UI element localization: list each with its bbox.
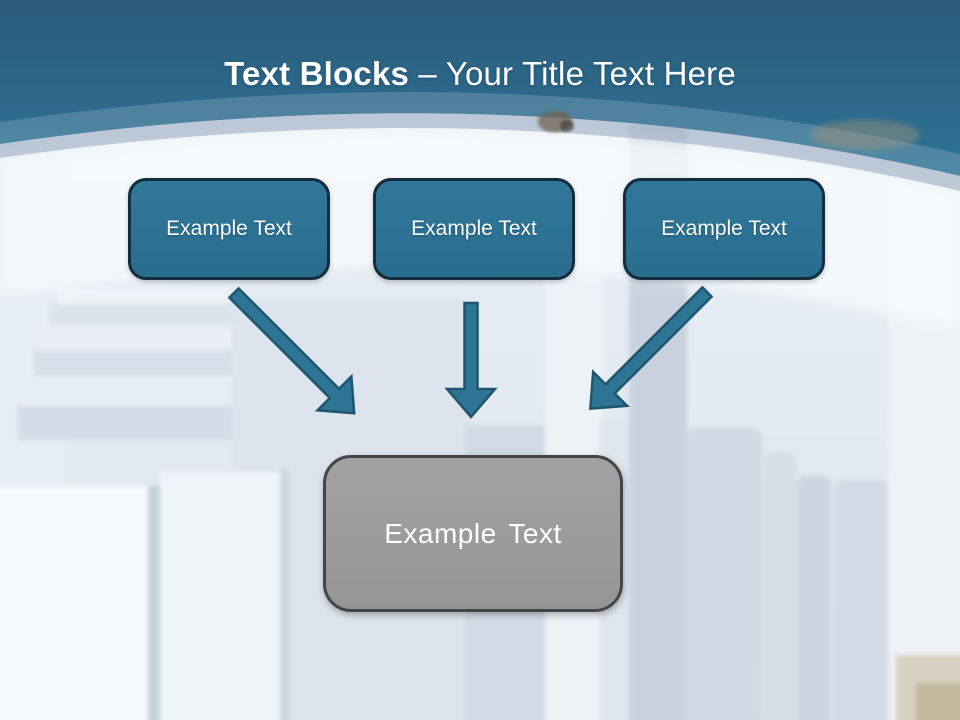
slide-title: Text Blocks – Your Title Text Here	[0, 54, 960, 94]
text-block-3-label: Example Text	[661, 217, 787, 240]
text-block-2[interactable]: Example Text	[373, 178, 575, 280]
title-topic: Text Blocks	[224, 55, 410, 92]
photo-post-gap	[148, 486, 162, 720]
photo-rust-tint	[810, 120, 920, 150]
photo-fence-post	[686, 428, 762, 720]
text-block-1[interactable]: Example Text	[128, 178, 330, 280]
result-block-label: Example Text	[384, 517, 562, 549]
text-block-3[interactable]: Example Text	[623, 178, 825, 280]
photo-stair	[34, 350, 249, 376]
photo-stair	[50, 304, 235, 326]
text-block-1-label: Example Text	[166, 217, 292, 240]
photo-fence-post	[764, 452, 796, 720]
photo-right-wall	[888, 145, 960, 720]
photo-dark-detail	[560, 120, 574, 132]
photo-stair	[18, 406, 263, 440]
title-subtitle: – Your Title Text Here	[409, 55, 736, 92]
photo-stair	[58, 288, 228, 304]
result-block[interactable]: Example Text	[323, 455, 623, 612]
text-block-2-label: Example Text	[411, 217, 537, 240]
photo-stair	[42, 326, 242, 350]
photo-foreground-post	[0, 486, 150, 720]
photo-fence-post	[797, 476, 831, 720]
photo-foreground-post	[160, 472, 282, 720]
photo-post-edge	[280, 470, 290, 720]
photo-foliage-patch	[916, 683, 960, 720]
photo-fence-post	[834, 480, 890, 720]
photo-stair	[26, 376, 256, 406]
